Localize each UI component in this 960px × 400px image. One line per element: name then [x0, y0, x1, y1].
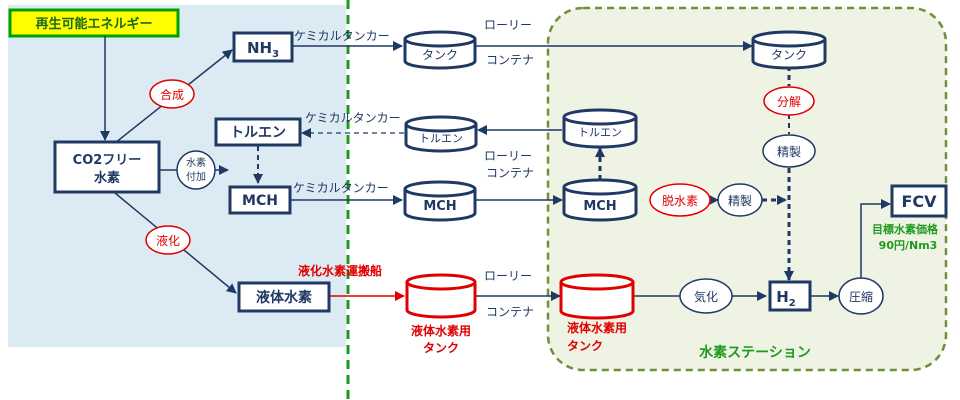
liquid-hydrogen-box-label: 液体水素	[256, 289, 312, 306]
tank-nh3-label: タンク	[422, 48, 458, 62]
tank-nh3: タンク	[403, 30, 477, 70]
refine-label-2: 精製	[728, 194, 752, 208]
hydrogen-station-title: 水素ステーション	[699, 344, 811, 361]
arrow-compress-to-fcv	[860, 199, 891, 278]
liquefaction-label: 液化	[156, 233, 180, 248]
container-label-2: コンテナ	[486, 166, 534, 180]
tank-station-label: タンク	[771, 48, 807, 62]
co2free-label-line2: 水素	[94, 170, 120, 186]
mch-box	[228, 185, 292, 215]
liquid-hydrogen-box	[237, 281, 331, 313]
container-label-3: コンテナ	[486, 305, 534, 319]
nh3-box	[232, 31, 294, 63]
synthesis-label: 合成	[160, 87, 184, 102]
compress-label: 圧縮	[849, 289, 873, 304]
liquid-hydrogen-tank-station	[559, 273, 635, 320]
vaporize-process	[679, 278, 733, 314]
liquid-hydrogen-ship-label: 液化水素運搬船	[298, 263, 382, 278]
decomposition-label: 分解	[777, 95, 801, 109]
fcv-box	[890, 184, 948, 218]
renewable-energy-box	[8, 8, 180, 38]
vaporize-label: 気化	[694, 289, 718, 304]
tank-mch-mid: MCH	[403, 180, 477, 222]
tank-station: タンク	[751, 30, 827, 70]
liquid-tank-mid-label-line1: 液体水素用	[411, 323, 471, 338]
tank-toluene-mid-label: トルエン	[419, 132, 463, 145]
hydrogenation-label-line2: 付加	[186, 170, 206, 183]
dehydrogenation-process	[649, 183, 711, 217]
lorry-label-2: ローリー	[484, 149, 532, 163]
chemical-tanker-label-1: ケミカルタンカー	[294, 29, 390, 43]
liquid-tank-station-label-line2: タンク	[567, 339, 603, 353]
dehydrogenation-label: 脱水素	[662, 193, 698, 208]
tank-toluene-station-label: トルエン	[578, 126, 622, 139]
chemical-tanker-label-3: ケミカルタンカー	[293, 181, 389, 195]
liquid-tank-station-label-line1: 液体水素用	[567, 320, 627, 335]
h2-box	[768, 280, 812, 312]
renewable-energy-label: 再生可能エネルギー	[35, 16, 152, 32]
refine-process-2	[717, 183, 763, 217]
chemical-tanker-label-2: ケミカルタンカー	[305, 111, 401, 125]
co2free-label-line1: CO2フリー	[73, 153, 142, 168]
decomposition-process	[763, 86, 815, 116]
liquefaction-process	[145, 225, 191, 255]
lorry-label-3: ローリー	[484, 269, 532, 283]
lorry-label-1: ローリー	[484, 18, 532, 32]
tank-mch-mid-label: MCH	[423, 199, 456, 214]
tank-mch-station-label: MCH	[583, 199, 616, 214]
toluene-box	[214, 117, 302, 147]
compress-process	[838, 277, 884, 315]
hydrogenation-label-line1: 水素	[186, 156, 206, 169]
toluene-box-label: トルエン	[230, 125, 286, 141]
hydrogenation-process	[176, 150, 216, 190]
liquid-hydrogen-tank-mid	[405, 273, 477, 319]
tank-toluene-mid: トルエン	[404, 115, 478, 153]
synthesis-process	[149, 79, 195, 109]
h2-label: H2	[776, 288, 796, 309]
nh3-label: NH3	[247, 39, 279, 60]
container-label-1: コンテナ	[486, 53, 534, 67]
co2free-hydrogen-box	[53, 140, 161, 194]
tank-toluene-station: トルエン	[562, 108, 638, 149]
refine-label-1: 精製	[777, 145, 801, 159]
mch-box-label: MCH	[242, 193, 278, 209]
tank-mch-station: MCH	[562, 178, 638, 222]
fcv-label: FCV	[901, 192, 937, 211]
liquid-tank-mid-label-line2: タンク	[423, 341, 459, 355]
target-price-line2: 90円/Nm3	[879, 239, 938, 252]
target-price-line1: 目標水素価格	[872, 222, 939, 236]
refine-process-1	[762, 134, 816, 168]
